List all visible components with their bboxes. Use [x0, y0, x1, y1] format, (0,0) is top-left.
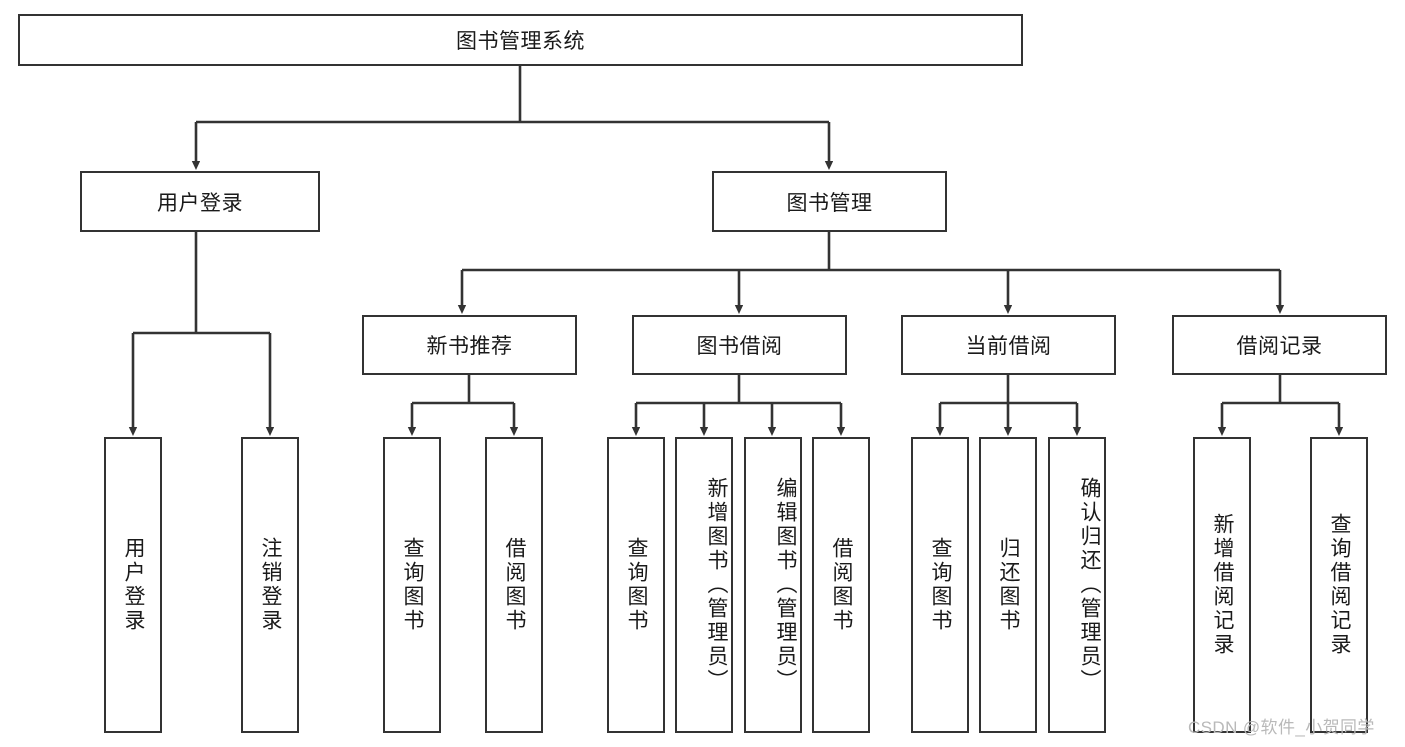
- csdn-watermark: CSDN @软件_小贺同学: [1188, 718, 1375, 737]
- leaf-borrow-edit-book-admin[interactable]: 编辑图书（管理员）: [744, 437, 802, 733]
- leaf-borrow-query-books[interactable]: 查询图书: [607, 437, 665, 733]
- node-user-login[interactable]: 用户登录: [80, 171, 320, 232]
- leaf-current-query-books[interactable]: 查询图书: [911, 437, 969, 733]
- leaf-records-add-borrow-record[interactable]: 新增借阅记录: [1193, 437, 1251, 733]
- node-borrow-records[interactable]: 借阅记录: [1172, 315, 1387, 375]
- node-book-management[interactable]: 图书管理: [712, 171, 947, 232]
- node-new-book-recommend[interactable]: 新书推荐: [362, 315, 577, 375]
- node-root-book-management-system[interactable]: 图书管理系统: [18, 14, 1023, 66]
- leaf-current-return-book[interactable]: 归还图书: [979, 437, 1037, 733]
- leaf-new-book-borrow-books[interactable]: 借阅图书: [485, 437, 543, 733]
- node-book-borrow[interactable]: 图书借阅: [632, 315, 847, 375]
- leaf-current-confirm-return-admin[interactable]: 确认归还（管理员）: [1048, 437, 1106, 733]
- leaf-records-query-borrow-record[interactable]: 查询借阅记录: [1310, 437, 1368, 733]
- leaf-new-book-query-books[interactable]: 查询图书: [383, 437, 441, 733]
- node-current-borrow[interactable]: 当前借阅: [901, 315, 1116, 375]
- leaf-borrow-add-book-admin[interactable]: 新增图书（管理员）: [675, 437, 733, 733]
- leaf-user-login-signin[interactable]: 用户登录: [104, 437, 162, 733]
- leaf-user-login-signout[interactable]: 注销登录: [241, 437, 299, 733]
- leaf-borrow-borrow-book[interactable]: 借阅图书: [812, 437, 870, 733]
